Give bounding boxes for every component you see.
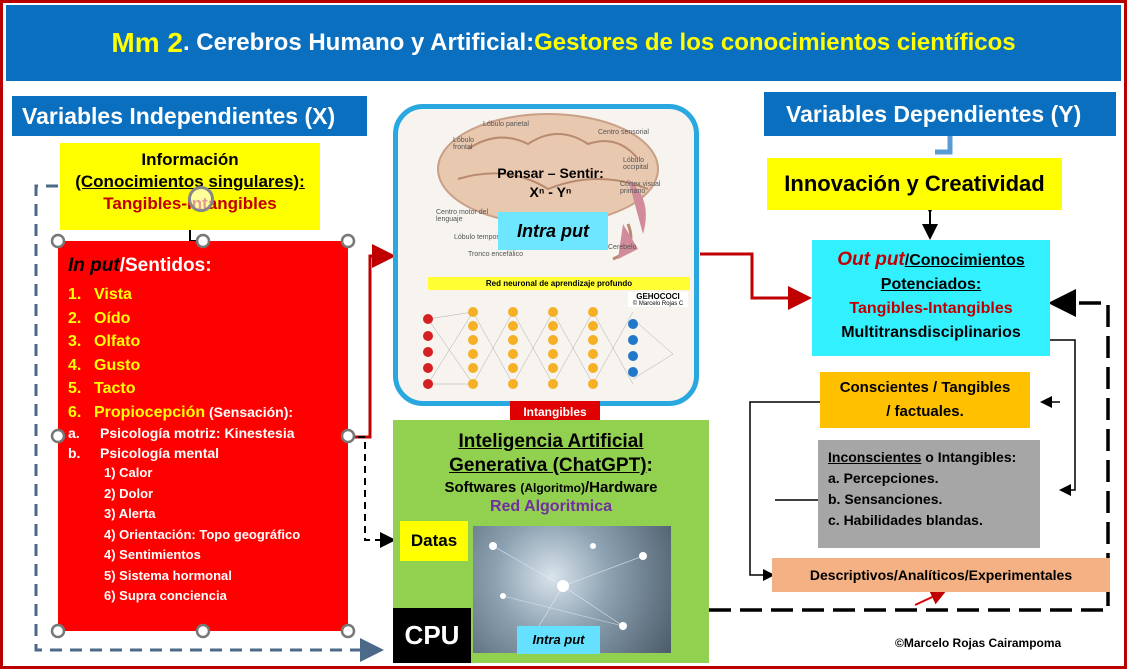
- dependent-label-arrow: [935, 136, 953, 155]
- lobe-label: Lóbulo temporal: [454, 234, 505, 241]
- lobe-label: Lóbulo occipital: [623, 157, 649, 171]
- input-to-datas-arrow: [358, 436, 396, 548]
- output-op: Out put: [837, 249, 905, 270]
- conscious-to-descriptivos-arrow: [749, 401, 820, 581]
- subsub-item: 5) Sistema hormonal: [104, 567, 232, 583]
- neural-network-icon: [423, 307, 674, 389]
- ai-title: Inteligencia Artificial Generativa (Chat…: [449, 431, 653, 476]
- rotate-handle-icon: [188, 186, 214, 212]
- selection-handles: [50, 233, 356, 639]
- banner-part2: Gestores de los conocimientos científico…: [534, 29, 1016, 56]
- sense-item: 5.Tacto: [68, 380, 136, 397]
- input-title: In put/Sentidos:: [68, 255, 338, 277]
- output-box: Out put/Conocimientos Potenciados: Tangi…: [812, 240, 1050, 356]
- gehococi-label: GEHOCOCI © Marcelo Rojas C: [628, 292, 688, 307]
- lobe-label: Lóbulo parietal: [483, 121, 529, 128]
- descriptivos-red-arrow: [914, 589, 947, 606]
- output-rest: /Conocimientos: [904, 252, 1025, 269]
- unconscious-item: a. Percepciones.: [828, 470, 939, 486]
- red-neuronal-label: Red neuronal de aprendizaje profundo: [428, 277, 690, 290]
- brain-illustration: [437, 113, 659, 261]
- sub-item: a.Psicología motriz: Kinestesia: [68, 425, 295, 441]
- banner-part1: . Cerebros Humano y Artificial:: [182, 29, 535, 56]
- subsub-item: 4) Sentimientos: [104, 547, 201, 562]
- sense-item: 6.Propiocepción (Sensación):: [68, 403, 294, 421]
- output-line3: Tangibles-Intangibles: [849, 300, 1013, 317]
- subsub-item: 2) Dolor: [104, 485, 154, 501]
- cpu-box: CPU: [393, 608, 471, 663]
- unconscious-item: b. Sensanciones.: [828, 491, 943, 507]
- lobe-label: Centro sensorial: [598, 129, 649, 136]
- subsub-item: 6) Supra conciencia: [104, 588, 227, 603]
- input-title-ip: In put: [68, 255, 120, 276]
- brain-neural-panel: Lóbulo parietal Centro sensorial Lóbulo …: [393, 104, 699, 406]
- left-loop-arrow: [34, 184, 384, 662]
- ia-to-output-dashed-arrow: [709, 289, 1110, 612]
- sense-item: 2.Oído: [68, 309, 131, 327]
- information-box: Información (Conocimientos singulares): …: [60, 143, 320, 230]
- subsub-item: 1) Calor: [104, 465, 153, 480]
- lobe-label: Lóbulo frontal: [453, 137, 475, 151]
- lobe-label: Córtex visual primario: [620, 181, 661, 195]
- brain-intra-put: Intra put: [498, 212, 608, 250]
- title-banner: Mm 2 . Cerebros Humano y Artificial: Ges…: [6, 5, 1121, 81]
- ai-intra-put: Intra put: [517, 626, 600, 654]
- lobe-label: Centro motor del lenguaje: [436, 209, 489, 223]
- sense-item: 3.Olfato: [68, 333, 141, 350]
- unconscious-box: Inconscientes o Intangibles: a. Percepci…: [818, 440, 1040, 548]
- subsub-item: 4) Orientación: Topo geográfico: [104, 526, 301, 542]
- subsub-item: 3) Alerta: [104, 506, 156, 521]
- sub-item: b.Psicología mental: [68, 444, 220, 461]
- lobe-label: Tronco encefálico: [468, 251, 523, 258]
- innovation-box: Innovación y Creatividad: [767, 158, 1062, 210]
- ai-red-algoritmica: Red Algoritmica: [489, 498, 613, 515]
- ai-software-hardware: Softwares (Algoritmo)/Hardware: [444, 479, 658, 496]
- conscious-box: Conscientes / Tangibles / factuales.: [820, 372, 1030, 428]
- sense-item: 4.Gusto: [68, 356, 141, 374]
- descriptivos-box: Descriptivos/Analíticos/Experimentales: [772, 558, 1110, 592]
- info-line1: Información: [141, 150, 239, 169]
- pensar-sentir-text: Pensar – Sentir: Xⁿ - Yⁿ: [497, 165, 604, 200]
- output-to-unconscious-arrow: [1045, 339, 1076, 496]
- copyright: ©Marcelo Rojas Cairampoma: [895, 636, 1062, 650]
- independent-variables-label: Variables Independientes (X): [12, 96, 367, 136]
- info-line2: (Conocimientos singulares):: [75, 172, 305, 191]
- banner-mm: Mm 2: [111, 27, 183, 58]
- lobe-label: Cerebelo: [608, 244, 637, 251]
- output-line2: Potenciados:: [880, 276, 982, 293]
- sense-item: 1.Vista: [68, 286, 132, 303]
- datas-box: Datas: [400, 521, 468, 561]
- unconscious-item: c. Habilidades blandas.: [828, 512, 983, 528]
- brain-to-output-arrow: [700, 252, 812, 310]
- output-line4: Multitransdisciplinarios: [841, 324, 1021, 341]
- input-title-rest: /Sentidos:: [119, 255, 212, 276]
- dependent-variables-label: Variables Dependientes (Y): [764, 92, 1116, 136]
- input-senses-box: In put/Sentidos: 1.Vista 2.Oído 3.Olfato…: [58, 241, 348, 631]
- intangibles-tag: Intangibles: [510, 401, 600, 423]
